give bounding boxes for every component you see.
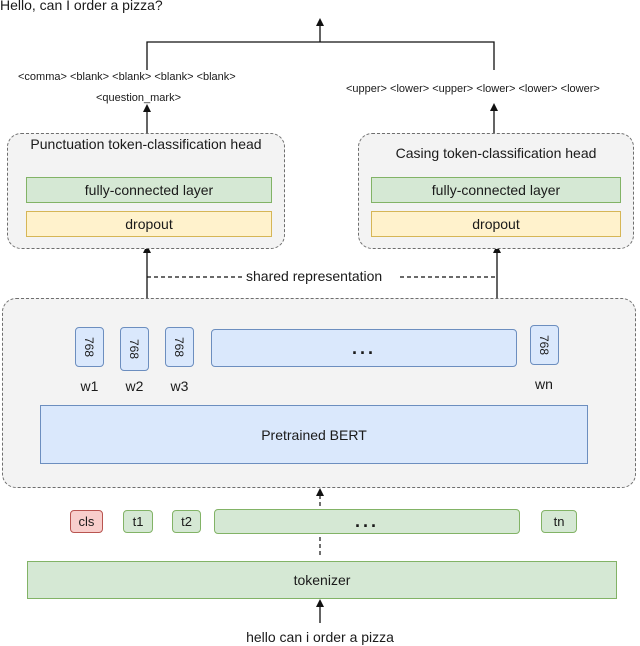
casing-dropout: dropout <box>371 211 621 237</box>
pretrained-bert-block: Pretrained BERT <box>40 405 588 464</box>
casing-head-title: Casing token-classification head <box>395 145 597 161</box>
word-label-wn: wn <box>535 376 553 392</box>
output-sentence: Hello, can I order a pizza? <box>0 0 163 13</box>
word-label-w3: w3 <box>170 378 189 394</box>
token-tn: tn <box>541 510 577 533</box>
tokenizer-block: tokenizer <box>27 561 617 599</box>
punctuation-labels-line1: <comma> <blank> <blank> <blank> <blank> <box>18 71 236 83</box>
token-cls: cls <box>70 510 103 533</box>
casing-fc-layer: fully-connected layer <box>371 177 621 203</box>
input-sentence: hello can i order a pizza <box>246 629 394 645</box>
vector-w3: 768 <box>165 327 194 367</box>
vector-w1: 768 <box>75 327 104 367</box>
vector-ellipsis: ... <box>211 329 517 367</box>
vector-wn: 768 <box>530 325 559 365</box>
token-t2: t2 <box>172 510 201 533</box>
word-label-w2: w2 <box>125 378 144 394</box>
shared-representation-label: shared representation <box>244 268 385 284</box>
vector-w2: 768 <box>120 327 149 371</box>
token-t1: t1 <box>123 510 153 533</box>
punctuation-fc-layer: fully-connected layer <box>26 177 272 203</box>
casing-labels: <upper> <lower> <upper> <lower> <lower> … <box>346 83 600 95</box>
punctuation-dropout: dropout <box>26 211 272 237</box>
output-merge-line <box>146 41 495 70</box>
punctuation-labels-line2: <question_mark> <box>96 92 181 104</box>
token-ellipsis: ... <box>214 509 520 534</box>
punctuation-head-title: Punctuation token-classification head <box>30 136 262 152</box>
word-label-w1: w1 <box>80 378 99 394</box>
